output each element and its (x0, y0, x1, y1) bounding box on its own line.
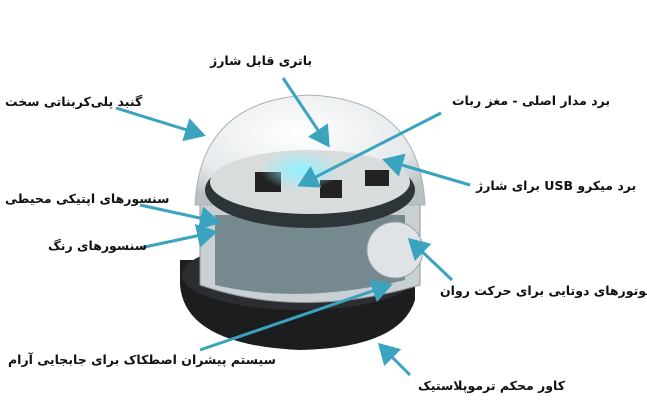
arrow-main-board (297, 111, 442, 188)
label-battery: باتری قابل شارژ (210, 53, 313, 68)
label-dome: گنبد پلی‌کربناتی سخت (5, 94, 143, 109)
label-drive-system: سیستم پیشران اصطکاک برای جابجایی آرام (8, 352, 276, 367)
label-color-sensors: سنسورهای رنگ (48, 238, 148, 253)
label-micromotors: میکروموتورهای دوتایی برای حرکت روان (440, 283, 647, 298)
label-usb-board: برد میکرو USB برای شارژ (476, 178, 637, 193)
arrow-optical (139, 203, 221, 230)
arrow-shell (377, 342, 412, 377)
label-main-board: برد مدار اصلی - مغز ربات (452, 93, 611, 108)
label-optical-sensors: سنسورهای اپتیکی محیطی (5, 191, 170, 206)
arrow-usb (382, 153, 471, 187)
arrow-battery (281, 77, 330, 148)
arrow-color (139, 224, 218, 250)
arrow-drive (199, 279, 393, 352)
arrow-micromotors (407, 237, 454, 282)
arrow-dome (115, 106, 206, 142)
label-shell: کاور محکم ترموپلاستیک (418, 378, 565, 393)
